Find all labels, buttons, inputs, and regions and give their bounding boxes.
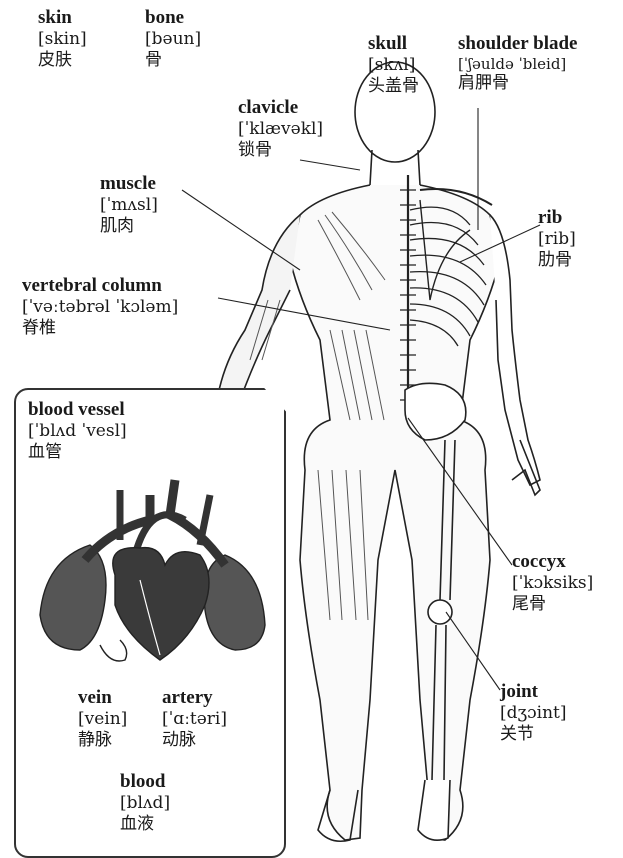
- label-skull-ipa: [skʌl]: [368, 55, 419, 76]
- label-muscle-en: muscle: [100, 172, 158, 195]
- label-vertebral-column: vertebral column [ˈvəːtəbrəl ˈkɔləm] 脊椎: [22, 274, 178, 339]
- label-rib: rib [rib] 肋骨: [538, 206, 576, 271]
- label-bone-en: bone: [145, 6, 201, 29]
- label-blood-en: blood: [120, 770, 170, 793]
- label-coccyx: coccyx [ˈkɔksiks] 尾骨: [512, 550, 593, 615]
- label-skin-en: skin: [38, 6, 87, 29]
- label-artery-ipa: [ˈɑːtəri]: [162, 709, 227, 730]
- label-skin: skin [skin] 皮肤: [38, 6, 87, 71]
- label-vertebral-column-en: vertebral column: [22, 274, 178, 297]
- label-blood-vessel: blood vessel [ˈblʌd ˈvesl] 血管: [28, 398, 127, 463]
- label-vertebral-column-ipa: [ˈvəːtəbrəl ˈkɔləm]: [22, 297, 178, 318]
- label-coccyx-en: coccyx: [512, 550, 593, 573]
- label-rib-ipa: [rib]: [538, 229, 576, 250]
- label-coccyx-ipa: [ˈkɔksiks]: [512, 573, 593, 594]
- vessel-stub: [100, 640, 127, 661]
- label-vertebral-column-zh: 脊椎: [22, 318, 178, 339]
- label-rib-zh: 肋骨: [538, 250, 576, 271]
- label-blood-zh: 血液: [120, 814, 170, 835]
- label-coccyx-zh: 尾骨: [512, 594, 593, 615]
- label-muscle: muscle [ˈmʌsl] 肌肉: [100, 172, 158, 237]
- label-blood-ipa: [blʌd]: [120, 793, 170, 814]
- label-shoulder-blade: shoulder blade [ˈʃəuldə ˈbleid] 肩胛骨: [458, 32, 578, 94]
- label-joint: joint [dʒɔint] 关节: [500, 680, 566, 745]
- label-muscle-ipa: [ˈmʌsl]: [100, 195, 158, 216]
- label-shoulder-blade-en: shoulder blade: [458, 32, 578, 55]
- label-muscle-zh: 肌肉: [100, 216, 158, 237]
- label-artery-zh: 动脉: [162, 730, 227, 751]
- label-clavicle-ipa: [ˈklævəkl]: [238, 119, 323, 140]
- label-rib-en: rib: [538, 206, 576, 229]
- label-joint-zh: 关节: [500, 724, 566, 745]
- label-bone: bone [bəun] 骨: [145, 6, 201, 71]
- label-artery: artery [ˈɑːtəri] 动脉: [162, 686, 227, 751]
- label-blood-vessel-ipa: [ˈblʌd ˈvesl]: [28, 421, 127, 442]
- label-joint-ipa: [dʒɔint]: [500, 703, 566, 724]
- label-joint-en: joint: [500, 680, 566, 703]
- label-vein-ipa: [vein]: [78, 709, 127, 730]
- label-artery-en: artery: [162, 686, 227, 709]
- label-shoulder-blade-ipa: [ˈʃəuldə ˈbleid]: [458, 55, 578, 73]
- label-vein-en: vein: [78, 686, 127, 709]
- label-blood: blood [blʌd] 血液: [120, 770, 170, 835]
- label-blood-vessel-en: blood vessel: [28, 398, 127, 421]
- label-vein-zh: 静脉: [78, 730, 127, 751]
- label-shoulder-blade-zh: 肩胛骨: [458, 73, 578, 94]
- label-skin-zh: 皮肤: [38, 50, 87, 71]
- label-clavicle: clavicle [ˈklævəkl] 锁骨: [238, 96, 323, 161]
- left-lung: [40, 545, 106, 650]
- label-skull-zh: 头盖骨: [368, 76, 419, 97]
- heart: [113, 548, 209, 660]
- label-blood-vessel-zh: 血管: [28, 442, 127, 463]
- label-clavicle-zh: 锁骨: [238, 140, 323, 161]
- right-lung: [204, 555, 265, 650]
- label-skin-ipa: [skin]: [38, 29, 87, 50]
- label-skull: skull [skʌl] 头盖骨: [368, 32, 419, 97]
- label-bone-zh: 骨: [145, 50, 201, 71]
- label-clavicle-en: clavicle: [238, 96, 323, 119]
- label-vein: vein [vein] 静脉: [78, 686, 127, 751]
- label-bone-ipa: [bəun]: [145, 29, 201, 50]
- label-skull-en: skull: [368, 32, 419, 55]
